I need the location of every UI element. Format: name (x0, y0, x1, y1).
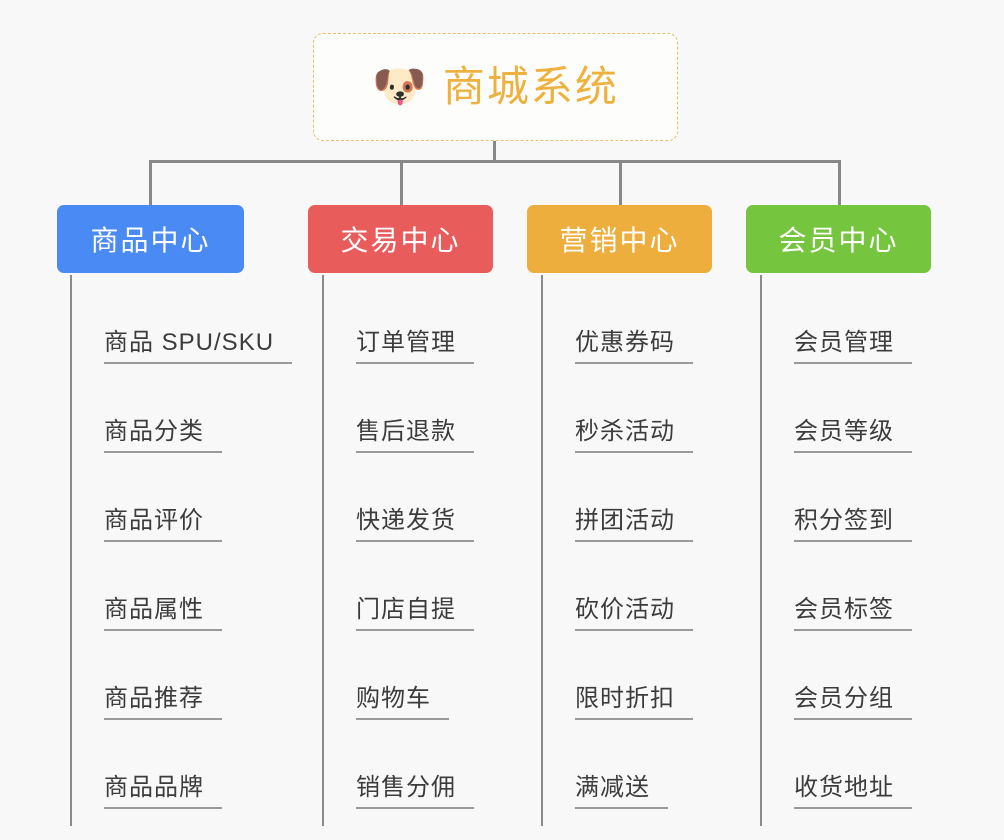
branch-trade-center: 订单管理 售后退款 快递发货 门店自提 购物车 销售分佣 (322, 275, 474, 826)
leaf-item[interactable]: 限时折扣 (541, 631, 693, 720)
category-header-label: 商品中心 (90, 225, 211, 256)
leaf-item[interactable]: 优惠券码 (541, 275, 693, 364)
leaf-item-label: 售后退款 (356, 418, 474, 453)
connector-horizontal-bus (150, 160, 840, 163)
leaf-item-label: 订单管理 (356, 329, 474, 364)
leaf-item[interactable]: 积分签到 (760, 453, 912, 542)
leaf-item-label: 商品属性 (104, 596, 222, 631)
leaf-item-label: 会员分组 (794, 685, 912, 720)
leaf-item[interactable]: 收货地址 (760, 720, 912, 809)
leaf-item-label: 限时折扣 (575, 685, 693, 720)
branch-marketing-center: 优惠券码 秒杀活动 拼团活动 砍价活动 限时折扣 满减送 (541, 275, 693, 826)
category-header-label: 营销中心 (559, 225, 680, 256)
leaf-item[interactable]: 售后退款 (322, 364, 474, 453)
branch-member-center: 会员管理 会员等级 积分签到 会员标签 会员分组 收货地址 (760, 275, 912, 826)
connector-root-stem (493, 141, 496, 163)
leaf-item[interactable]: 拼团活动 (541, 453, 693, 542)
category-header-member-center[interactable]: 会员中心 (746, 205, 931, 273)
leaf-item[interactable]: 销售分佣 (322, 720, 474, 809)
leaf-item[interactable]: 会员分组 (760, 631, 912, 720)
leaf-item[interactable]: 会员管理 (760, 275, 912, 364)
leaf-item[interactable]: 快递发货 (322, 453, 474, 542)
leaf-item-label: 会员管理 (794, 329, 912, 364)
leaf-item[interactable]: 商品分类 (70, 364, 292, 453)
branch-spine (322, 275, 324, 826)
leaf-item-label: 商品 SPU/SKU (104, 329, 293, 364)
leaf-item-label: 快递发货 (356, 507, 474, 542)
leaf-item-label: 门店自提 (356, 596, 474, 631)
branch-product-center: 商品 SPU/SKU 商品分类 商品评价 商品属性 商品推荐 商品品牌 (70, 275, 293, 826)
category-header-label: 会员中心 (778, 225, 899, 256)
connector-drop-marketing-center (619, 160, 622, 205)
leaf-item[interactable]: 满减送 (541, 720, 693, 809)
category-header-trade-center[interactable]: 交易中心 (308, 205, 493, 273)
leaf-item-label: 收货地址 (794, 774, 912, 809)
connector-drop-trade-center (400, 160, 403, 205)
branch-spine (760, 275, 762, 826)
leaf-item-label: 拼团活动 (575, 507, 693, 542)
leaf-item-label: 满减送 (575, 774, 668, 809)
root-title: 商城系统 (442, 63, 619, 110)
category-header-marketing-center[interactable]: 营销中心 (527, 205, 712, 273)
category-header-product-center[interactable]: 商品中心 (57, 205, 244, 273)
leaf-item[interactable]: 订单管理 (322, 275, 474, 364)
leaf-item-label: 砍价活动 (575, 596, 693, 631)
leaf-item[interactable]: 购物车 (322, 631, 474, 720)
leaf-item-label: 购物车 (356, 685, 449, 720)
leaf-item[interactable]: 秒杀活动 (541, 364, 693, 453)
leaf-item-label: 会员等级 (794, 418, 912, 453)
leaf-item[interactable]: 会员标签 (760, 542, 912, 631)
leaf-item-label: 会员标签 (794, 596, 912, 631)
branch-spine (541, 275, 543, 826)
leaf-item[interactable]: 门店自提 (322, 542, 474, 631)
dog-face-icon: 🐶 (372, 62, 427, 111)
connector-drop-product-center (149, 160, 152, 205)
leaf-item[interactable]: 商品品牌 (70, 720, 292, 809)
leaf-item-label: 优惠券码 (575, 329, 693, 364)
branch-spine (70, 275, 72, 826)
leaf-item[interactable]: 商品评价 (70, 453, 292, 542)
leaf-item[interactable]: 商品 SPU/SKU (70, 275, 293, 364)
leaf-item-label: 销售分佣 (356, 774, 474, 809)
leaf-item-label: 商品评价 (104, 507, 222, 542)
category-header-label: 交易中心 (340, 225, 461, 256)
leaf-item[interactable]: 会员等级 (760, 364, 912, 453)
leaf-item-label: 积分签到 (794, 507, 912, 542)
root-node[interactable]: 🐶 商城系统 (313, 33, 678, 141)
connector-drop-member-center (838, 160, 841, 205)
leaf-item[interactable]: 商品属性 (70, 542, 292, 631)
leaf-item[interactable]: 砍价活动 (541, 542, 693, 631)
leaf-item-label: 商品品牌 (104, 774, 222, 809)
leaf-item-label: 秒杀活动 (575, 418, 693, 453)
leaf-item-label: 商品分类 (104, 418, 222, 453)
leaf-item[interactable]: 商品推荐 (70, 631, 292, 720)
leaf-item-label: 商品推荐 (104, 685, 222, 720)
